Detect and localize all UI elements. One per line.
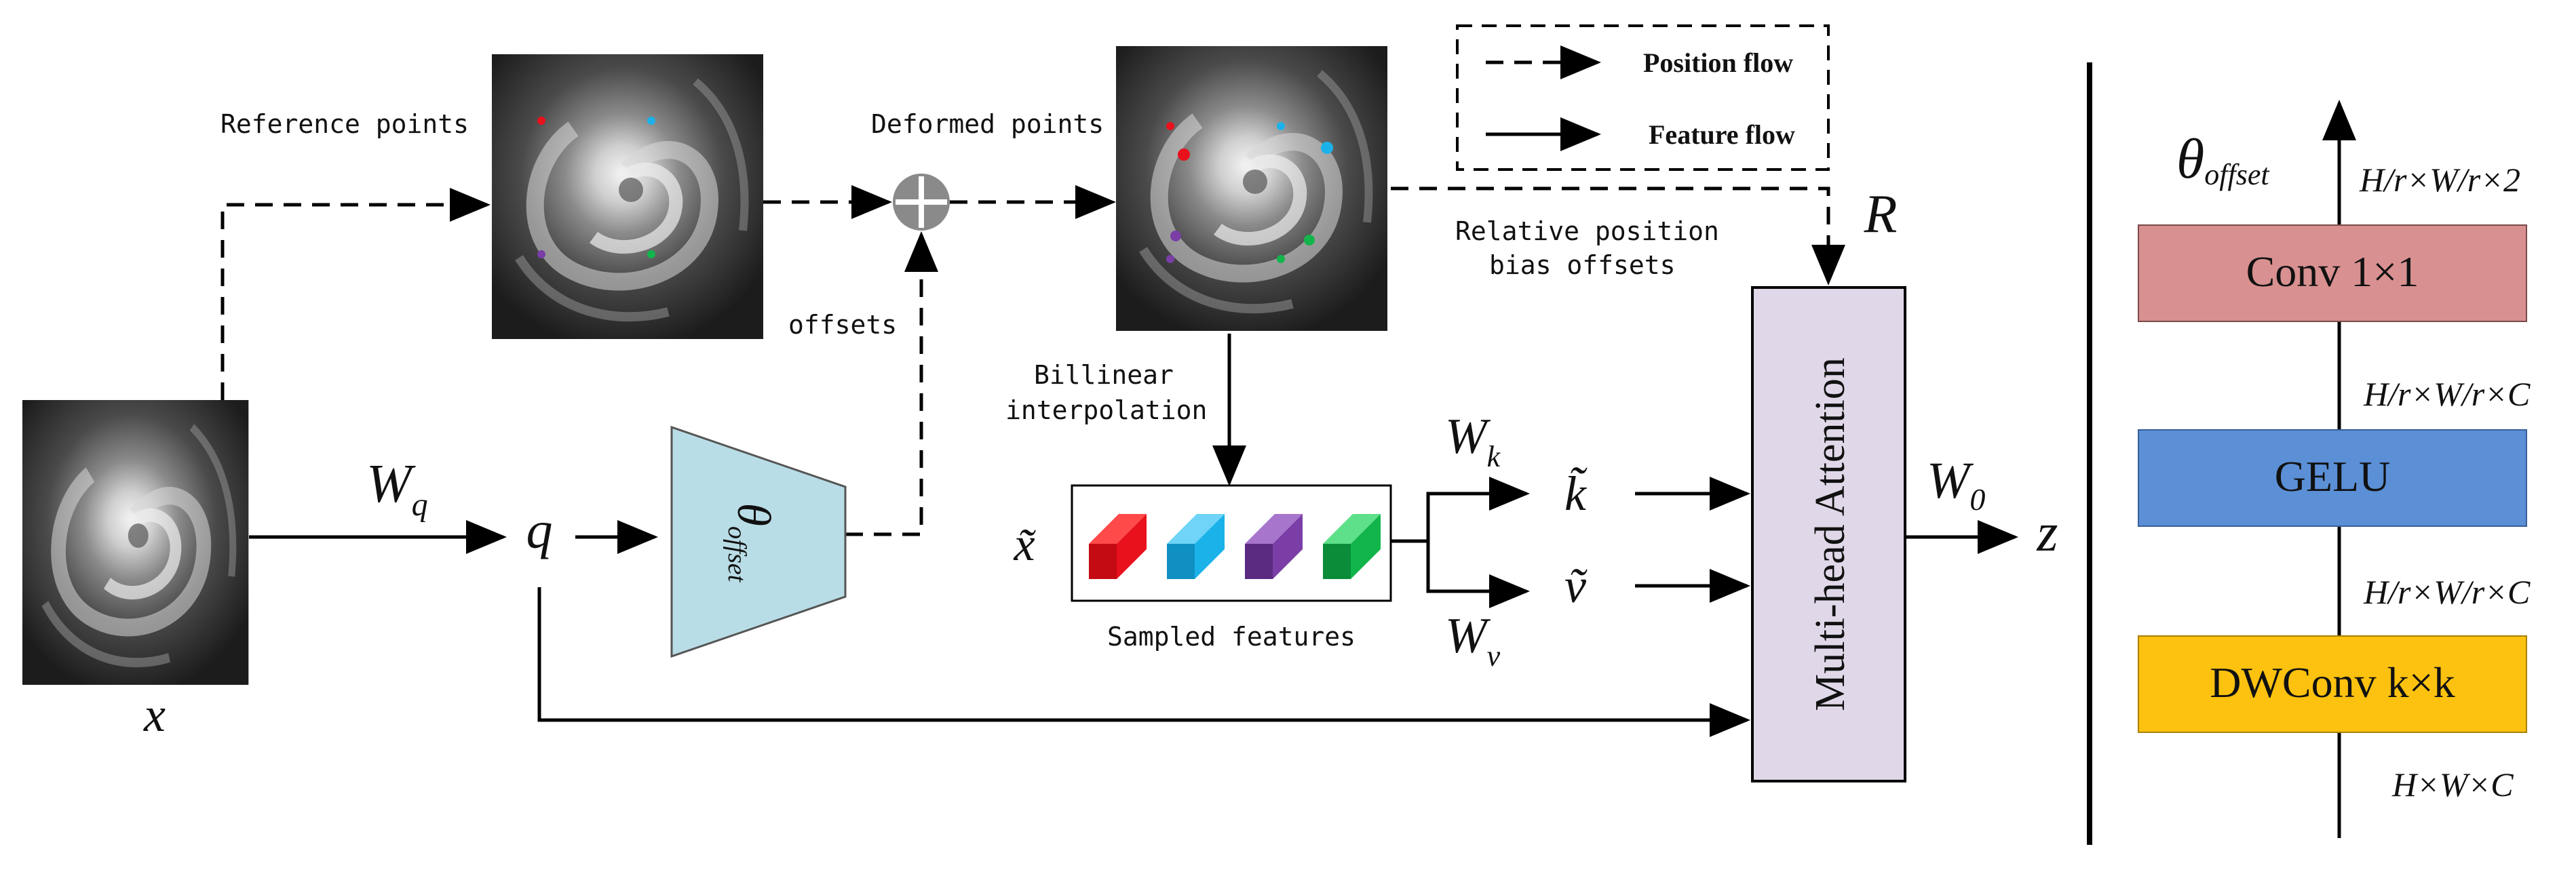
q-label: q <box>526 500 553 559</box>
offset-network-sub: offset <box>723 526 751 583</box>
reference-point-red <box>537 117 545 125</box>
w0-symbol: W <box>1927 452 1974 509</box>
v-tilde-label: ṽ <box>1564 559 1588 613</box>
position-flow-to-reference <box>220 188 491 400</box>
theta-offset-sub: offset <box>2204 158 2270 191</box>
x-tilde-label: x̃ <box>1013 519 1036 571</box>
wv-subscript: v <box>1487 639 1501 673</box>
input-image <box>22 400 248 685</box>
z-label: z <box>2036 503 2058 563</box>
reference-point-purple <box>537 250 545 258</box>
offset-network-label: θoffset <box>723 503 780 583</box>
add-offsets-node <box>893 174 950 231</box>
wv-label: Wv <box>1445 608 1501 673</box>
query-flow-to-attention <box>537 587 1750 737</box>
wq-subscript: q <box>412 487 428 523</box>
deformed-points-image <box>1116 46 1387 331</box>
wv-symbol: W <box>1445 608 1491 664</box>
bilinear-label-2: interpolation <box>1005 395 1207 425</box>
r-label: R <box>1864 184 1898 244</box>
dwconv-box <box>2138 635 2527 733</box>
offset-network-trapezoid <box>670 425 847 658</box>
offsets-label: offsets <box>788 310 897 340</box>
conv-1x1-box <box>2138 224 2527 322</box>
feature-block-purple <box>1245 514 1303 579</box>
gelu-box <box>2138 429 2527 527</box>
deformed-points-label: Deformed points <box>871 109 1104 139</box>
dwconv-label: DWConv k×k <box>2210 658 2455 707</box>
wq-symbol: W <box>366 454 416 514</box>
gelu-label: GELU <box>2275 452 2391 500</box>
feature-block-green <box>1323 514 1381 579</box>
legend-position-flow-label: Position flow <box>1643 47 1793 78</box>
dim-mid-1-label: H/r×W/r×C <box>2363 375 2531 413</box>
relative-position-flow <box>1391 186 1845 285</box>
wk-subscript: k <box>1487 440 1501 473</box>
input-label: x <box>143 688 166 742</box>
sampled-features-box <box>1071 484 1392 602</box>
relative-position-label-1: Relative position <box>1455 216 1719 246</box>
dim-mid-2-label: H/r×W/r×C <box>2363 573 2531 611</box>
reference-point-blue <box>647 117 655 125</box>
w0-subscript: 0 <box>1969 482 1985 517</box>
wq-label: Wq <box>366 454 428 523</box>
w0-label: W0 <box>1927 452 1985 517</box>
feature-block-blue <box>1167 514 1225 579</box>
conv-1x1-label: Conv 1×1 <box>2246 247 2419 296</box>
theta-offset-symbol: θ <box>2176 127 2204 191</box>
relative-position-label-2: bias offsets <box>1489 250 1676 280</box>
k-tilde-label: k̃ <box>1564 466 1588 521</box>
reference-points-label: Reference points <box>220 109 469 139</box>
position-flow-offsets <box>845 231 938 536</box>
wk-label: Wk <box>1445 409 1501 473</box>
key-value-fork <box>1391 477 1530 608</box>
legend <box>1456 24 1830 171</box>
dim-bottom-label: H×W×C <box>2391 766 2514 803</box>
offset-network-theta: θ <box>727 503 780 526</box>
multi-head-attention-box <box>1751 286 1906 782</box>
feature-block-red <box>1089 514 1147 579</box>
attention-label: Multi-head Attention <box>1807 357 1853 711</box>
theta-offset-label: θoffset <box>2176 127 2270 191</box>
reference-points-image <box>492 54 763 339</box>
reference-point-green <box>647 250 655 258</box>
bilinear-label-1: Billinear <box>1034 360 1174 390</box>
dim-top-label: H/r×W/r×2 <box>2359 161 2520 199</box>
legend-feature-flow-label: Feature flow <box>1649 119 1795 150</box>
wk-symbol: W <box>1445 409 1491 464</box>
sampled-features-label: Sampled features <box>1107 622 1356 652</box>
